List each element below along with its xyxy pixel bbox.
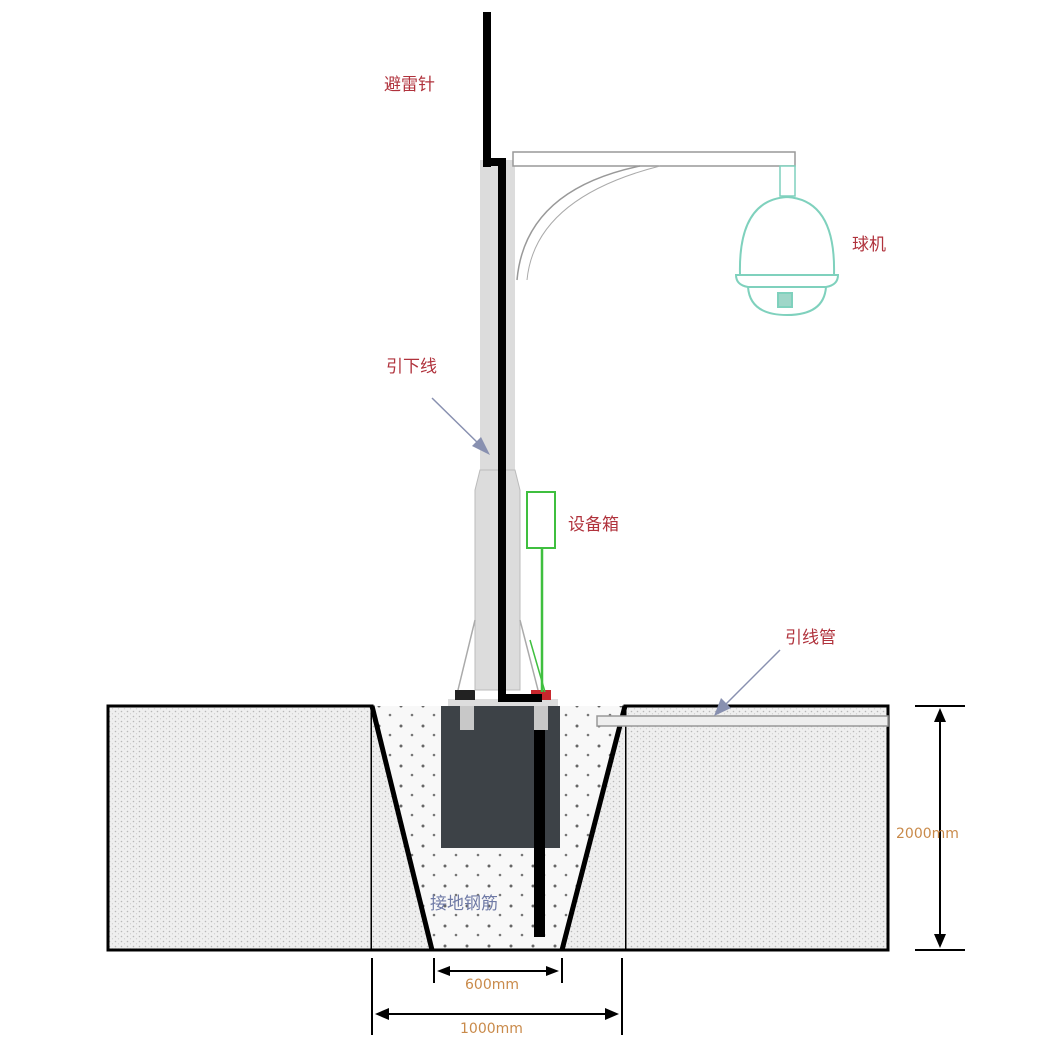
bottom-width-dimension: [433, 958, 563, 983]
label-depth: 2000mm: [896, 826, 959, 842]
dome-camera-icon: [734, 195, 840, 317]
pole-stay-left: [457, 619, 476, 691]
conduit-arrow: [721, 649, 781, 709]
arrow-head: [546, 966, 559, 976]
arm-brace-inner: [526, 165, 661, 281]
down-conductor-arrow: [431, 397, 484, 449]
arrow-head: [934, 934, 946, 948]
ground-rebar: [534, 730, 545, 937]
label-conduit: 引线管: [785, 628, 836, 648]
soil-right: [623, 704, 890, 952]
cable-conduit: [596, 715, 889, 727]
pole-lower: [474, 469, 521, 691]
arrow-head: [472, 437, 490, 455]
pole-upper: [480, 160, 515, 470]
base-plate: [448, 699, 558, 706]
label-equipment-box: 设备箱: [568, 515, 619, 535]
label-lightning-rod: 避雷针: [384, 75, 435, 95]
arrow-head: [714, 698, 731, 716]
trench-wall-left: [369, 705, 435, 951]
arm-brace: [516, 165, 641, 281]
label-dome-camera: 球机: [852, 235, 886, 255]
equipment-box: [526, 491, 556, 549]
lightning-rod: [483, 12, 491, 167]
label-top-width: 1000mm: [460, 1021, 523, 1037]
top-width-dimension: [371, 958, 623, 1035]
label-down-conductor: 引下线: [386, 357, 437, 377]
soil-left: [106, 704, 374, 952]
label-ground-rebar: 接地钢筋: [430, 894, 498, 914]
anchor-bolt-left: [460, 704, 474, 730]
camera-arm: [512, 151, 796, 167]
depth-dimension: [915, 705, 965, 951]
down-conductor-line: [487, 158, 542, 702]
arrow-head: [934, 708, 946, 722]
trench-wall-right: [559, 705, 628, 951]
pole-stay-right: [519, 619, 539, 691]
arrow-head: [375, 1008, 389, 1020]
arrow-head: [605, 1008, 619, 1020]
anchor-bolt-right: [534, 704, 548, 730]
bolt-nut-left: [455, 690, 475, 700]
equipment-cable-branch: [529, 639, 546, 693]
arrow-head: [437, 966, 450, 976]
camera-mount: [779, 165, 796, 197]
label-bottom-width: 600mm: [465, 977, 519, 993]
